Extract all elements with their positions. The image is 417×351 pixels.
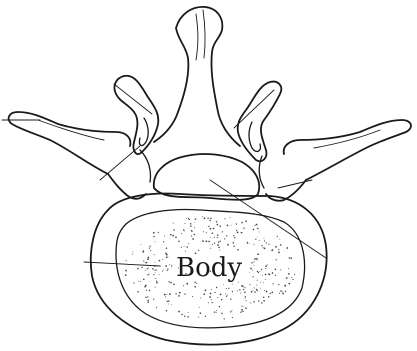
right-facet (249, 122, 260, 151)
left-facet (139, 118, 148, 145)
label-body: Body (176, 253, 242, 283)
left-transverse-process (9, 112, 131, 174)
left-transverse-detail (38, 120, 104, 140)
leader-line-pedicle (100, 146, 140, 180)
left-articular-process (114, 76, 158, 154)
spinous-process-detail (196, 10, 205, 60)
leader-line-body (84, 262, 160, 266)
leader-line-articular-right (234, 90, 274, 128)
pedicle-lines (140, 150, 264, 188)
leader-line-lamina (278, 180, 312, 188)
leader-line-foramen (210, 180, 326, 258)
right-transverse-process (284, 120, 411, 180)
